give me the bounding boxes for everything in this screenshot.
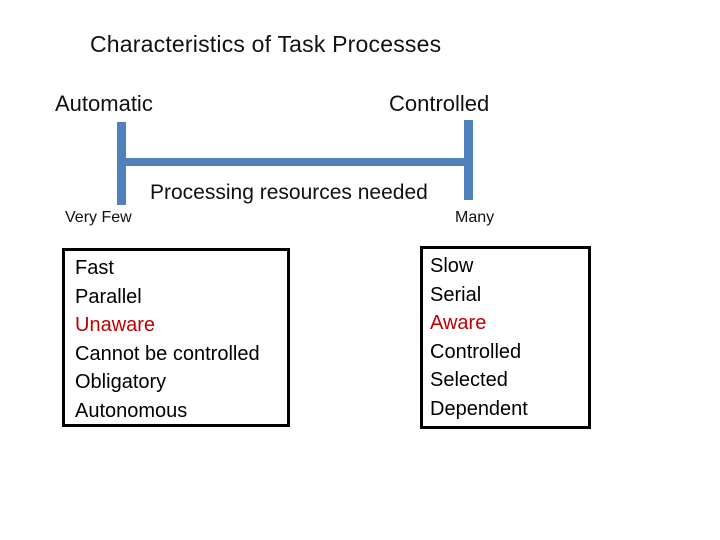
- list-item: Selected: [430, 369, 508, 392]
- axis-label: Processing resources needed: [150, 181, 428, 204]
- automatic-characteristics-box: Fast Parallel Unaware Cannot be controll…: [62, 248, 290, 427]
- controlled-characteristics-box: Slow Serial Aware Controlled Selected De…: [420, 246, 591, 429]
- list-item: Controlled: [430, 340, 522, 363]
- right-end-label: Many: [455, 209, 495, 226]
- label-automatic: Automatic: [55, 91, 153, 116]
- list-item: Serial: [430, 283, 482, 306]
- list-item: Dependent: [430, 397, 528, 420]
- left-end-label: Very Few: [65, 209, 132, 226]
- list-item: Slow: [430, 255, 474, 277]
- list-item: Obligatory: [75, 371, 167, 394]
- list-item: Fast: [75, 257, 114, 279]
- list-item: Cannot be controlled: [75, 342, 260, 365]
- list-item: Aware: [430, 312, 487, 335]
- slide-title: Characteristics of Task Processes: [90, 31, 442, 57]
- label-controlled: Controlled: [389, 91, 490, 116]
- spectrum-horizontal-line: [117, 158, 473, 166]
- list-item: Unaware: [75, 314, 156, 337]
- spectrum-right-endcap: [464, 120, 473, 200]
- list-item: Parallel: [75, 285, 142, 308]
- list-item: Autonomous: [75, 399, 188, 422]
